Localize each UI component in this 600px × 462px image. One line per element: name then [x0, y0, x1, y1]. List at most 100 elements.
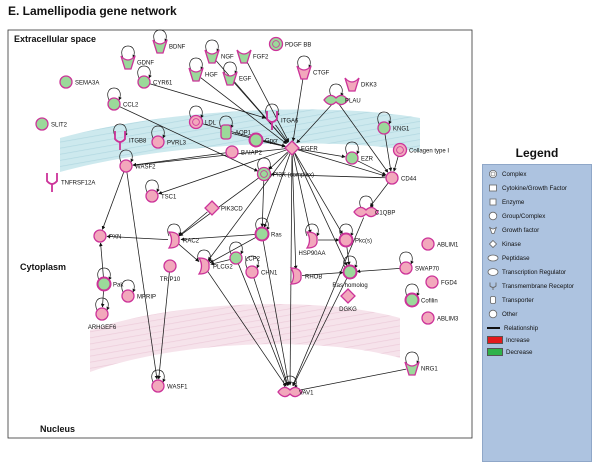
node-swap70[interactable]: SWAP70 — [399, 261, 440, 275]
node-shape-pi3k — [256, 166, 272, 182]
transporter-icon — [487, 295, 499, 305]
node-cofilin[interactable]: Cofilin — [404, 292, 438, 308]
node-shape-arhgef6 — [95, 307, 109, 321]
node-label-ngf: NGF — [221, 55, 234, 61]
node-slit2[interactable]: SLIT2 — [35, 117, 68, 131]
edge-gpcr-egfr — [261, 140, 286, 148]
node-gpcr[interactable]: Gpcr — [248, 132, 279, 148]
node-label-gpcr: Gpcr — [265, 139, 278, 145]
node-wasf1[interactable]: WASF1 — [151, 379, 188, 393]
node-label-chn1: CHN1 — [261, 271, 278, 277]
node-shape-bdnf — [152, 39, 168, 54]
growth-factor-icon — [487, 225, 499, 235]
node-egfr[interactable]: EGFR — [284, 140, 318, 156]
node-label-c1qbp: C1QBP — [375, 211, 395, 217]
node-hgf[interactable]: HGF — [188, 67, 218, 82]
region-cytoplasm: Cytoplasm — [20, 262, 66, 272]
self-loop-swap70 — [399, 251, 414, 265]
node-plcg2[interactable]: PLCG2 — [197, 257, 233, 275]
edge-egfr-hsp90aa — [292, 153, 312, 234]
edge-pi3k-ras — [260, 179, 265, 228]
node-shape-kng1 — [377, 121, 391, 135]
legend-item-receptor: Transmembrane Receptor — [487, 281, 574, 291]
edge-wasf2-pxn — [101, 171, 125, 230]
node-ldl[interactable]: LDL — [188, 114, 217, 130]
node-fgf2[interactable]: FGF2 — [236, 49, 269, 64]
node-c1qbp[interactable]: C1QBP — [353, 206, 395, 218]
node-shape-ablim3 — [421, 311, 435, 325]
node-dkk3[interactable]: DKK3 — [344, 77, 377, 92]
node-ablim3[interactable]: ABLIM3 — [421, 311, 459, 325]
node-ezr[interactable]: EZR — [345, 151, 374, 165]
node-label-vav1: VAV1 — [299, 391, 314, 397]
node-shape-ezr — [345, 151, 359, 165]
edge-collagen-cd44 — [393, 155, 399, 172]
node-trip10[interactable]: TRIP10 — [160, 259, 181, 283]
node-mprip[interactable]: MPRIP — [121, 289, 156, 303]
node-shape-chn1 — [245, 265, 259, 279]
node-shape-ablim1 — [421, 237, 435, 251]
node-lcp2[interactable]: LCP2 — [229, 251, 261, 265]
edge-cyr61-itga6 — [149, 83, 266, 119]
node-fgd4[interactable]: FGD4 — [425, 275, 458, 289]
node-pkcs[interactable]: Pkc(s) — [338, 232, 373, 248]
node-itgb8[interactable]: ITGB8 — [114, 131, 147, 150]
node-tnfrsf12a[interactable]: TNFRSF12A — [46, 173, 95, 192]
node-pdgfbb[interactable]: PDGF BB — [268, 36, 312, 52]
node-label-dgkg: DGKG — [339, 307, 357, 313]
node-bdnf[interactable]: BDNF — [152, 39, 186, 54]
node-arhgef6[interactable]: ARHGEF6 — [88, 307, 117, 331]
node-gdnf[interactable]: GDNF — [120, 55, 154, 70]
node-ngf[interactable]: NGF — [204, 49, 234, 64]
edge-egfr-pi3k — [268, 151, 288, 170]
node-ras[interactable]: Ras — [254, 226, 282, 242]
node-nrg1[interactable]: NRG1 — [404, 361, 438, 376]
node-label-ctgf: CTGF — [313, 71, 330, 77]
edge-itga6-egfr — [275, 124, 289, 143]
node-rac2[interactable]: RAC2 — [167, 231, 200, 249]
edge-trip10-wasf1 — [157, 271, 170, 380]
node-shape-tnfrsf12a — [46, 173, 58, 192]
edge-egfr-rhob — [291, 153, 298, 270]
node-ablim1[interactable]: ABLIM1 — [421, 237, 459, 251]
self-loop-hgf — [189, 57, 204, 71]
node-ccl2[interactable]: CCL2 — [107, 97, 139, 111]
node-shape-pdgfbb — [268, 36, 284, 52]
node-plau[interactable]: PLAU — [323, 94, 361, 106]
node-collagen[interactable]: Collagen type I — [392, 142, 450, 158]
increase-swatch — [487, 336, 503, 344]
node-shape-ras — [254, 226, 270, 242]
node-baiap2[interactable]: BAIAP2 — [225, 145, 263, 159]
edge-kng1-cd44 — [384, 133, 393, 172]
node-aqp1[interactable]: AQP1 — [220, 124, 252, 140]
node-sema3a[interactable]: SEMA3A — [59, 75, 99, 89]
node-shape-ngf — [204, 49, 220, 64]
edge-egfr-rashom — [294, 153, 348, 267]
legend-item-growth-factor: Growth factor — [487, 225, 539, 235]
node-pi3k[interactable]: PI3K (complex) — [256, 166, 315, 182]
node-cyr61[interactable]: CYR61 — [137, 75, 173, 89]
edge-egfr-ras — [263, 153, 291, 228]
node-chn1[interactable]: CHN1 — [245, 265, 278, 279]
node-tsc1[interactable]: TSC1 — [145, 189, 177, 203]
edge-chn1-vav1 — [253, 277, 289, 386]
node-wasf2[interactable]: WASF2 — [119, 159, 156, 173]
node-shape-ccl2 — [107, 97, 121, 111]
node-pvrl3[interactable]: PVRL3 — [151, 135, 187, 149]
node-egf[interactable]: EGF — [222, 71, 252, 86]
node-rashom[interactable]: Ras homolog — [332, 264, 368, 290]
node-pxn[interactable]: PXN — [93, 229, 121, 243]
node-itga6[interactable]: ITGA6 — [266, 111, 299, 130]
node-rhob[interactable]: RHOB — [289, 267, 322, 285]
node-kng1[interactable]: KNG1 — [377, 121, 410, 135]
node-pak[interactable]: Pak — [96, 276, 125, 292]
node-ctgf[interactable]: CTGF — [296, 65, 330, 80]
node-pik3cd[interactable]: PIK3CD — [204, 200, 243, 216]
enzyme-icon — [487, 197, 499, 207]
edge-pak-pxn — [98, 242, 104, 279]
node-vav1[interactable]: VAV1 — [277, 386, 314, 398]
node-cd44[interactable]: CD44 — [385, 171, 417, 185]
node-dgkg[interactable]: DGKG — [339, 288, 357, 313]
node-hsp90aa[interactable]: HSP90AA — [298, 231, 326, 257]
